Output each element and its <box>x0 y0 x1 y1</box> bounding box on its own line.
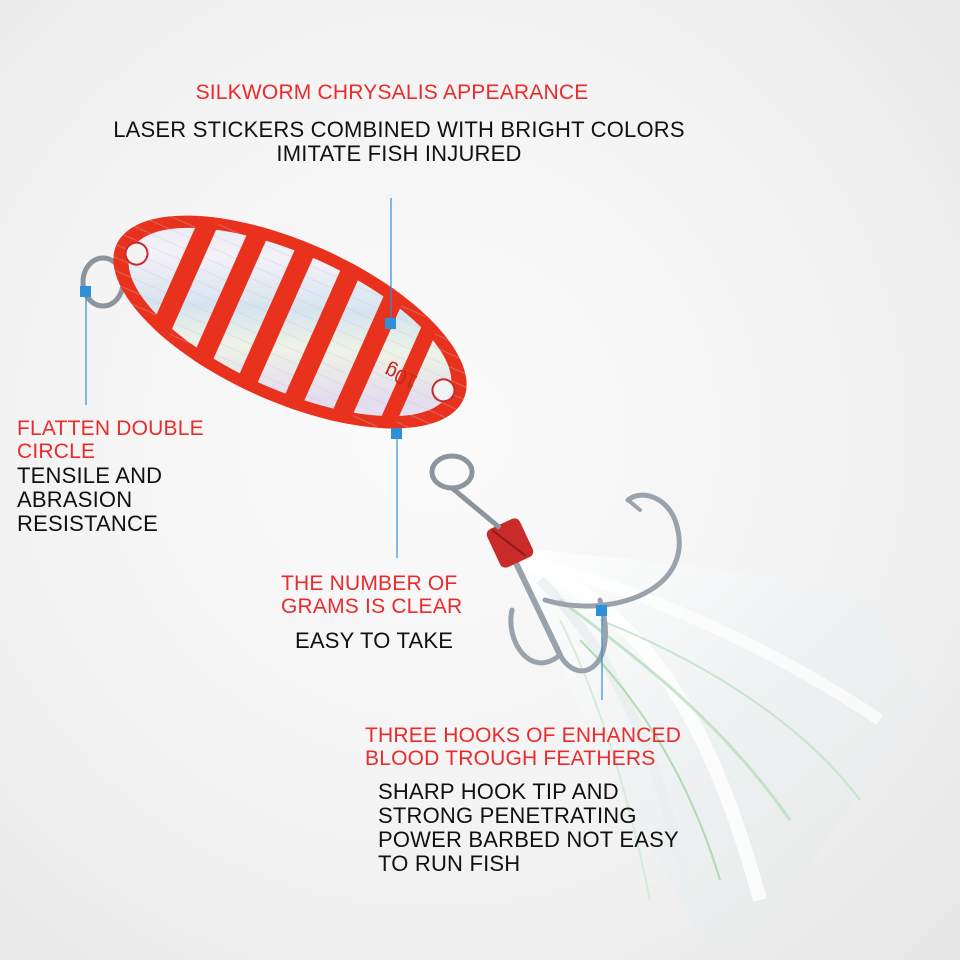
appearance-description: LASER STICKERS COMBINED WITH BRIGHT COLO… <box>40 118 758 166</box>
hooks-pointer-dot <box>596 605 607 616</box>
double-circle-description-line: RESISTANCE <box>17 511 158 536</box>
hooks-description-line: TO RUN FISH <box>378 851 521 876</box>
grams-title-line: THE NUMBER OF <box>281 572 458 595</box>
hooks-description-line: SHARP HOOK TIP AND <box>378 779 619 804</box>
double-circle-description-line: ABRASION <box>17 487 133 512</box>
appearance-description-line: LASER STICKERS COMBINED WITH BRIGHT COLO… <box>113 117 685 142</box>
grams-pointer-dot <box>391 428 402 439</box>
spoon-body: 10g <box>83 185 497 459</box>
double-circle-pointer-dot <box>80 286 91 297</box>
appearance-description-line: IMITATE FISH INJURED <box>276 141 522 166</box>
double-circle-title-line: CIRCLE <box>17 440 96 463</box>
double-circle-description-line: TENSILE AND <box>17 463 163 488</box>
grams-title: THE NUMBER OF GRAMS IS CLEAR <box>281 572 462 618</box>
pointer-lines <box>85 198 603 700</box>
double-circle-title: FLATTEN DOUBLE CIRCLE <box>17 417 204 463</box>
grams-title-line: GRAMS IS CLEAR <box>281 595 463 618</box>
double-circle-description: TENSILE AND ABRASION RESISTANCE <box>17 464 162 536</box>
hooks-description: SHARP HOOK TIP AND STRONG PENETRATING PO… <box>378 780 679 876</box>
appearance-pointer-dot <box>385 318 396 329</box>
hooks-description-line: STRONG PENETRATING <box>378 803 637 828</box>
feather-tail <box>505 545 930 940</box>
hooks-description-line: POWER BARBED NOT EASY <box>378 827 679 852</box>
grams-description: EASY TO TAKE <box>295 628 454 653</box>
pointer-markers <box>80 286 607 616</box>
double-circle-title-line: FLATTEN DOUBLE <box>17 417 204 440</box>
hooks-title-line: BLOOD TROUGH FEATHERS <box>365 747 656 770</box>
appearance-title: SILKWORM CHRYSALIS APPEARANCE <box>195 81 589 104</box>
hooks-title-line: THREE HOOKS OF ENHANCED <box>365 724 682 747</box>
thread-wrap <box>486 518 534 568</box>
rear-split-ring <box>429 453 502 530</box>
hooks-title: THREE HOOKS OF ENHANCED BLOOD TROUGH FEA… <box>365 724 681 770</box>
